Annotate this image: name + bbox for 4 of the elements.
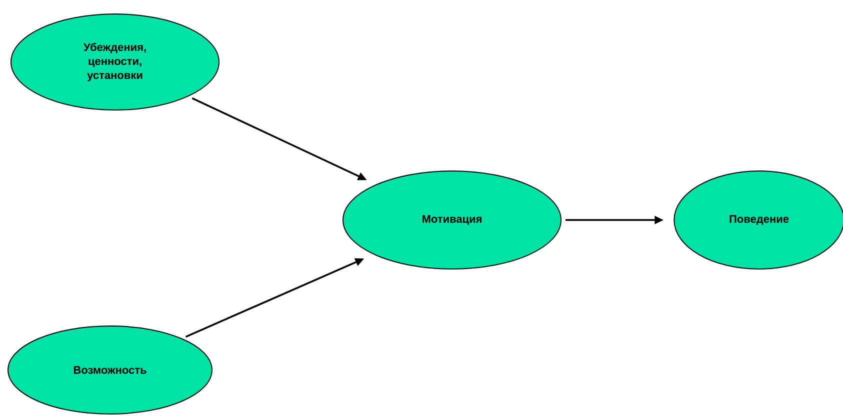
ellipse-node: Убеждения, ценности, установки xyxy=(10,14,220,110)
ellipse-node: Возможность xyxy=(8,326,212,414)
ellipse-node: Поведение xyxy=(674,170,843,270)
ellipse-node: Мотивация xyxy=(342,170,562,270)
